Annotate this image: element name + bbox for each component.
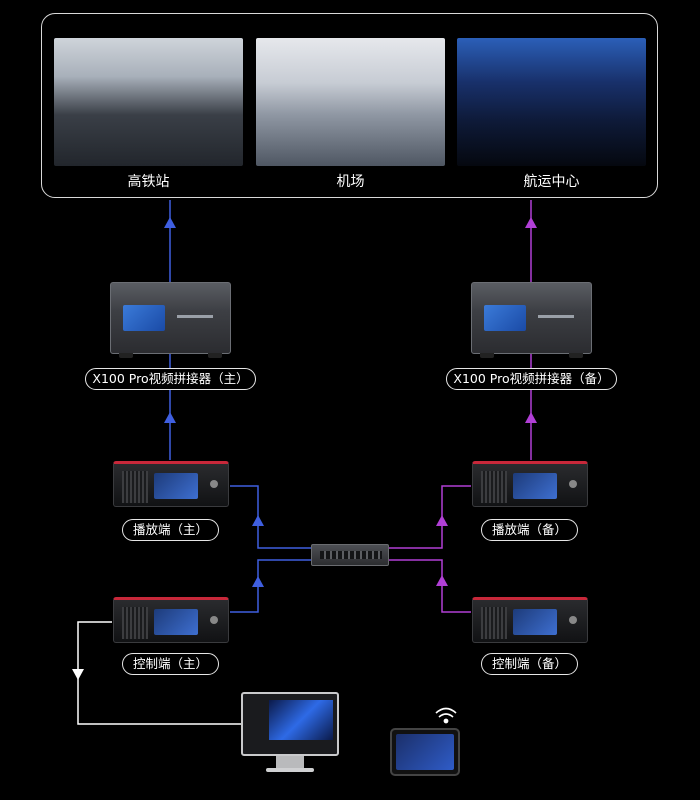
player-backup-device <box>472 461 588 507</box>
monitor-icon <box>241 692 339 756</box>
splicer-screen <box>484 305 526 331</box>
application-scenes-panel: 高铁站 机场 航运中心 <box>41 13 658 198</box>
backup-path <box>389 200 532 613</box>
splicer-backup-label: X100 Pro视频拼接器（备） <box>446 368 617 390</box>
control-arrow <box>72 669 84 680</box>
control-backup-label: 控制端（备） <box>481 653 578 675</box>
wifi-icon <box>435 707 457 724</box>
monitor-base <box>266 768 314 772</box>
tablet-icon <box>390 728 460 776</box>
main-arrows <box>164 217 264 587</box>
backup-arrows <box>436 217 537 586</box>
control-backup-device <box>472 597 588 643</box>
scene-label-railway: 高铁站 <box>127 174 170 190</box>
player-main-label: 播放端（主） <box>122 519 219 541</box>
splicer-screen <box>123 305 165 331</box>
splicer-backup-device <box>471 282 592 358</box>
shipping-center-image <box>457 38 646 166</box>
scene-label-airport: 机场 <box>336 174 365 190</box>
airport-image <box>256 38 445 166</box>
player-main-device <box>113 461 229 507</box>
control-main-label: 控制端（主） <box>122 653 219 675</box>
splicer-main-device <box>110 282 231 358</box>
railway-station-image <box>54 38 243 166</box>
player-backup-label: 播放端（备） <box>481 519 578 541</box>
network-switch-icon <box>311 544 389 566</box>
splicer-main-label: X100 Pro视频拼接器（主） <box>85 368 256 390</box>
main-path <box>169 200 311 613</box>
control-main-device <box>113 597 229 643</box>
monitor-stand <box>276 756 304 768</box>
scene-label-shipping: 航运中心 <box>523 174 580 190</box>
